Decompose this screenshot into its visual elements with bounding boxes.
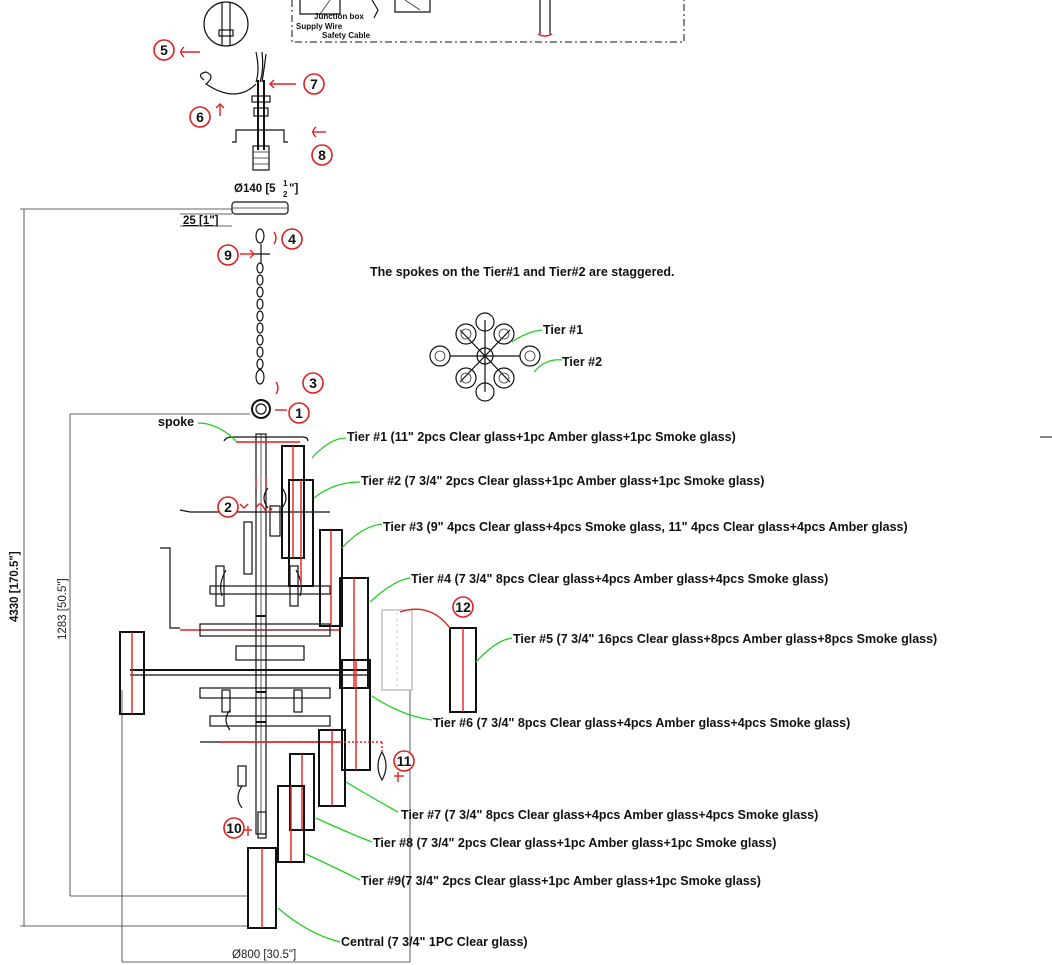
canopy-plate bbox=[20, 201, 289, 227]
canopy-frac-den: 2 bbox=[283, 190, 288, 199]
body-width-label: Ø800 [30.5"] bbox=[232, 949, 296, 961]
step-marker-10: 10 bbox=[223, 817, 245, 839]
hanging-chain bbox=[240, 228, 287, 419]
tier-labels: Tier #1 (11" 2pcs Clear glass+1pc Amber … bbox=[341, 430, 937, 949]
spoke-label: spoke bbox=[158, 415, 194, 429]
svg-text:5: 5 bbox=[160, 42, 168, 58]
dimension-lines bbox=[20, 209, 411, 963]
tier-1-label: Tier #1 (11" 2pcs Clear glass+1pc Amber … bbox=[347, 430, 736, 444]
svg-text:12: 12 bbox=[455, 599, 471, 615]
step-marker-4: 4 bbox=[281, 228, 303, 250]
step-marker-2: 2 bbox=[217, 496, 239, 518]
mounting-detail-box: Junction box Supply Wire Safety Cable bbox=[291, 0, 685, 43]
svg-text:9: 9 bbox=[224, 247, 232, 263]
stagger-star-diagram bbox=[429, 312, 541, 402]
step-marker-3: 3 bbox=[302, 372, 324, 394]
svg-text:8: 8 bbox=[318, 147, 326, 163]
stagger-note: The spokes on the Tier#1 and Tier#2 are … bbox=[370, 265, 675, 279]
step-marker-9: 9 bbox=[217, 244, 239, 266]
safety-cable-label: Safety Cable bbox=[322, 31, 371, 40]
step-marker-12: 12 bbox=[452, 596, 474, 618]
canopy-height-label: 25 [1"] bbox=[183, 215, 219, 227]
star-tier1-label: Tier #1 bbox=[543, 323, 583, 337]
svg-text:11: 11 bbox=[397, 753, 412, 769]
svg-text:1: 1 bbox=[295, 405, 303, 421]
leader-lines bbox=[197, 329, 563, 943]
central-label: Central (7 3/4" 1PC Clear glass) bbox=[341, 935, 528, 949]
notes: The spokes on the Tier#1 and Tier#2 are … bbox=[158, 265, 675, 429]
star-tier2-label: Tier #2 bbox=[562, 355, 602, 369]
canopy-frac-close: "] bbox=[289, 183, 298, 195]
tier-4-label: Tier #4 (7 3/4" 8pcs Clear glass+4pcs Am… bbox=[411, 572, 828, 586]
supply-wire-label: Supply Wire bbox=[296, 22, 343, 31]
mounting-bracket-assembly bbox=[180, 46, 326, 171]
chandelier-body bbox=[130, 433, 370, 835]
step-marker-7: 7 bbox=[303, 73, 325, 95]
tier-2-label: Tier #2 (7 3/4" 2pcs Clear glass+1pc Amb… bbox=[361, 474, 764, 488]
bulb-detail bbox=[244, 741, 404, 839]
step-marker-1: 1 bbox=[288, 402, 310, 424]
step-marker-8: 8 bbox=[311, 144, 333, 166]
canopy-frac-num: 1 bbox=[283, 179, 288, 188]
svg-text:3: 3 bbox=[309, 375, 317, 391]
step-marker-5: 5 bbox=[153, 39, 175, 61]
svg-text:4: 4 bbox=[288, 231, 296, 247]
step-marker-11: 11 bbox=[393, 750, 415, 772]
svg-text:10: 10 bbox=[226, 820, 242, 836]
overall-height-label: 4330 [170.5"] bbox=[9, 551, 21, 622]
tier-7-label: Tier #7 (7 3/4" 8pcs Clear glass+4pcs Am… bbox=[401, 808, 818, 822]
tier-6-label: Tier #6 (7 3/4" 8pcs Clear glass+4pcs Am… bbox=[433, 716, 850, 730]
svg-text:7: 7 bbox=[310, 76, 318, 92]
svg-text:2: 2 bbox=[224, 499, 232, 515]
canopy-diameter-label: Ø140 [5 bbox=[234, 183, 276, 195]
tier-9-label: Tier #9(7 3/4" 2pcs Clear glass+1pc Ambe… bbox=[361, 874, 761, 888]
step-marker-6: 6 bbox=[189, 106, 211, 128]
loop-detail bbox=[203, 1, 249, 47]
step-markers: 1 2 3 4 5 6 7 8 bbox=[153, 39, 474, 839]
tier-5-label: Tier #5 (7 3/4" 16pcs Clear glass+8pcs A… bbox=[513, 632, 937, 646]
svg-text:6: 6 bbox=[196, 109, 204, 125]
glass-cylinders bbox=[119, 445, 477, 929]
tier-3-label: Tier #3 (9" 4pcs Clear glass+4pcs Smoke … bbox=[383, 520, 908, 534]
body-height-label: 1283 [50.5"] bbox=[57, 578, 69, 640]
dimension-labels: Ø140 [5 1 2 "] 25 [1"] 4330 [170.5"] 128… bbox=[9, 179, 298, 961]
tier-8-label: Tier #8 (7 3/4" 2pcs Clear glass+1pc Amb… bbox=[373, 836, 776, 850]
junction-box-label: Junction box bbox=[314, 12, 364, 21]
